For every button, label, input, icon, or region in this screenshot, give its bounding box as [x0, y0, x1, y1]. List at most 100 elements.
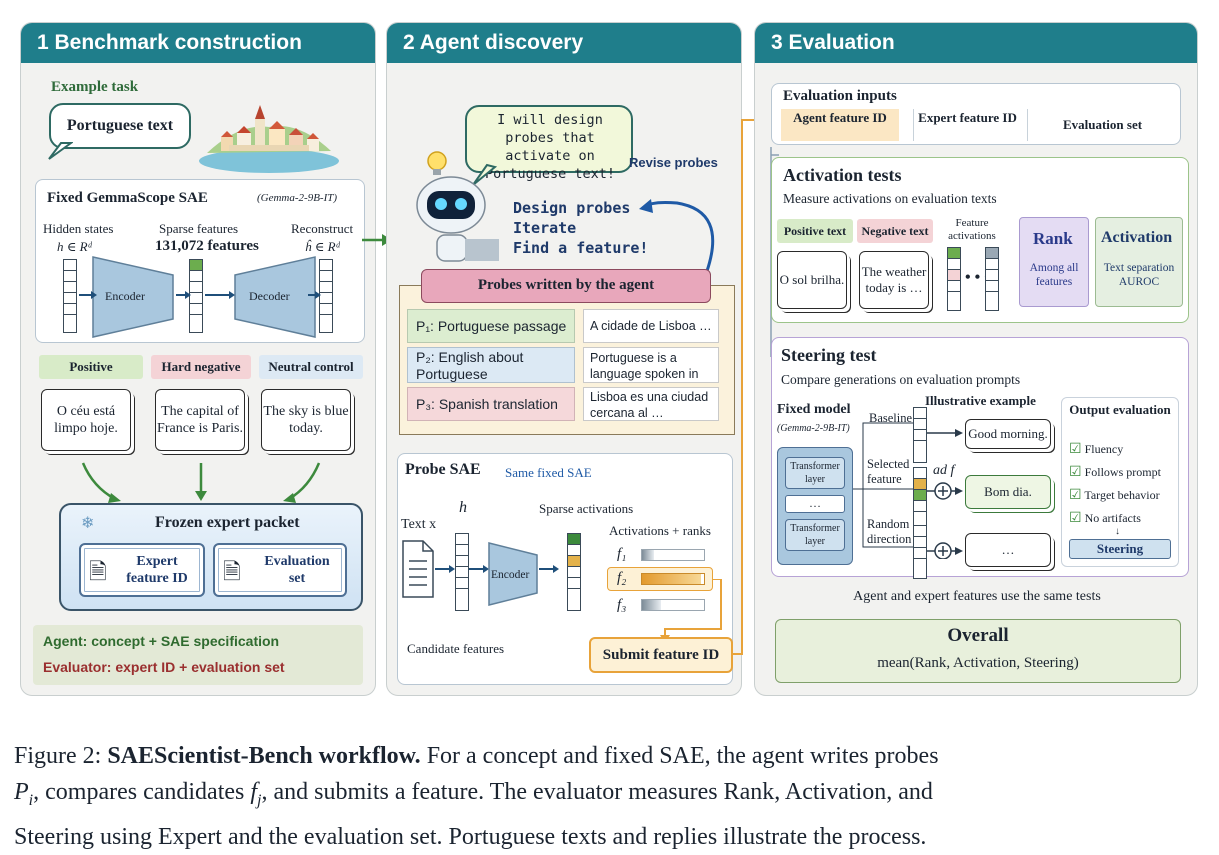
step-design-probes: Design probes	[513, 199, 631, 217]
random-direction-label: Random direction	[867, 517, 912, 546]
feature-f3-label: f₃	[617, 597, 627, 613]
tag-neutral-control: Neutral control	[259, 355, 363, 379]
output-evaluation-title: Output evaluation	[1069, 402, 1171, 417]
rank-box	[1019, 217, 1089, 307]
baseline-vector	[913, 407, 927, 463]
selected-feature-label: Selected feature	[867, 457, 910, 486]
probe-arrow-2	[469, 565, 489, 573]
feature-f2-label-top: f₂	[617, 570, 627, 586]
hidden-states-math: h ∈ Rᵈ	[57, 239, 92, 254]
caption-prefix: Figure 2:	[14, 743, 108, 769]
probe-1-example: A cidade de Lisboa …	[583, 309, 719, 343]
check-fluency: ☑ Fluency	[1069, 441, 1123, 458]
checkbox-icon: ☑	[1069, 511, 1082, 526]
input-evaluation-set: Evaluation set	[1027, 109, 1177, 141]
panel-1-title: 1 Benchmark construction	[21, 23, 375, 63]
probe-h-vector	[455, 533, 469, 611]
activation-ellipsis: • • •	[965, 269, 990, 286]
activation-vector-b	[985, 247, 999, 311]
output-evaluation-box	[1061, 397, 1179, 567]
bubble-tail	[48, 142, 73, 160]
feature-bar-3	[641, 599, 705, 611]
decoder-label: Decoder	[249, 289, 290, 303]
check-no-artifacts: ☑ No artifacts	[1069, 510, 1141, 527]
sae-flow-arrows	[79, 291, 321, 299]
panel-agent-discovery: 2 Agent discovery I will design probes t…	[386, 22, 742, 696]
example-negative-card: The capital of France is Paris.	[155, 389, 245, 451]
reconstruct-math: ĥ ∈ Rᵈ	[305, 239, 340, 254]
caption-p: P	[14, 779, 29, 805]
eval-negative-card: The weather today is …	[859, 251, 929, 309]
activation-tests-title: Activation tests	[783, 165, 902, 185]
check-follows-prompt-text: Follows prompt	[1084, 465, 1161, 479]
steering-test-subtitle: Compare generations on evaluation prompt…	[781, 372, 1021, 387]
baseline-label: Baseline	[869, 411, 913, 425]
caption-f-sub: j	[257, 791, 262, 809]
illustrative-example-label: Illustrative example	[925, 393, 1036, 408]
tag-hard-negative: Hard negative	[151, 355, 251, 379]
activation-box	[1095, 217, 1183, 307]
example-task-label: Example task	[51, 79, 139, 95]
generation-random: …	[965, 533, 1051, 567]
text-document-icon	[402, 540, 434, 598]
probe-arrow-3	[539, 565, 559, 573]
tag-positive-text: Positive text	[777, 219, 853, 243]
packet-expert-id: 🗎 Expert feature ID	[79, 543, 205, 597]
feature-activations-label: Feature activations	[948, 217, 996, 242]
lisbon-town-illustration	[199, 105, 339, 173]
fixed-model-label: Fixed model	[777, 402, 851, 417]
caption-line-2: Pi, compares candidates fj, and submits …	[14, 774, 1214, 819]
reconstruct-label: Reconstruct	[291, 221, 354, 236]
checkbox-icon: ☑	[1069, 465, 1082, 480]
overall-formula: mean(Rank, Activation, Steering)	[877, 655, 1079, 671]
probe-encoder-trapezoid	[488, 542, 538, 606]
figure-caption: Figure 2: SAEScientist-Bench workflow. F…	[14, 738, 1214, 855]
feature-bar-2-fill	[642, 574, 701, 584]
evaluator-spec-line: Evaluator: expert ID + evaluation set	[43, 659, 285, 675]
feature-bar-3-fill	[642, 600, 661, 610]
eval-positive-card: O sol brilha.	[777, 251, 847, 309]
hidden-state-vector	[63, 259, 77, 333]
submit-feature-id-box: Submit feature ID	[589, 637, 733, 673]
probe-sae-subtitle: Same fixed SAE	[505, 465, 592, 480]
tag-positive: Positive	[39, 355, 143, 379]
candidate-features-label: Candidate features	[407, 641, 505, 656]
panel-1-footer	[33, 625, 363, 685]
probe-sae-title: Probe SAE	[405, 461, 481, 478]
generation-random-text: …	[1001, 541, 1015, 557]
example-negative-text: The capital of France is Paris.	[157, 403, 243, 437]
panel-evaluation: 3 Evaluation Evaluation inputs Agent fea…	[754, 22, 1198, 696]
probe-2-example: Portuguese is a language spoken in …	[583, 347, 719, 397]
tag-negative-text: Negative text	[857, 219, 933, 243]
add-f-label: ad f	[933, 463, 955, 478]
sae-model: (Gemma-2-9B-IT)	[257, 192, 338, 204]
packet-title: Frozen expert packet	[155, 514, 300, 531]
steering-gen-arrows	[927, 429, 963, 559]
agent-speech-text: I will design probes that activate on Po…	[484, 112, 616, 182]
document-icon: 🗎	[223, 559, 241, 584]
feature-f1-label: f₁	[617, 546, 627, 562]
eval-negative-text: The weather today is …	[861, 263, 927, 295]
caption-bold: SAEScientist-Bench workflow.	[107, 743, 421, 769]
packet-expert-id-text: Expert feature ID	[126, 554, 188, 586]
sae-title: Fixed GemmaScope SAE	[47, 190, 208, 206]
activations-ranks-label: Activations + ranks	[609, 523, 711, 538]
revise-probes-label: Revise probes	[629, 155, 718, 170]
example-positive-text: O céu está limpo hoje.	[54, 403, 118, 437]
rank-title: Rank	[1033, 229, 1073, 248]
overall-title: Overall	[947, 625, 1009, 646]
probe-encoder-label: Encoder	[491, 569, 530, 581]
caption-line2-b: , and submits a feature. The evaluator m…	[261, 779, 933, 805]
agent-speech-bubble	[465, 105, 633, 173]
generation-baseline: Good morning.	[965, 419, 1051, 449]
check-follows-prompt: ☑ Follows prompt	[1069, 464, 1161, 481]
step-find-feature: Find a feature!	[513, 239, 649, 257]
probes-title: Probes written by the agent	[421, 269, 711, 303]
caption-line1-rest: For a concept and fixed SAE, the agent w…	[420, 743, 939, 769]
submit-path-arrow	[660, 579, 722, 643]
activation-title: Activation	[1101, 229, 1173, 246]
example-task-bubble: Portuguese text	[49, 103, 191, 149]
probe-sparse-vector	[567, 533, 581, 611]
checkbox-icon: ☑	[1069, 442, 1082, 457]
panel-3-title: 3 Evaluation	[755, 23, 1197, 63]
